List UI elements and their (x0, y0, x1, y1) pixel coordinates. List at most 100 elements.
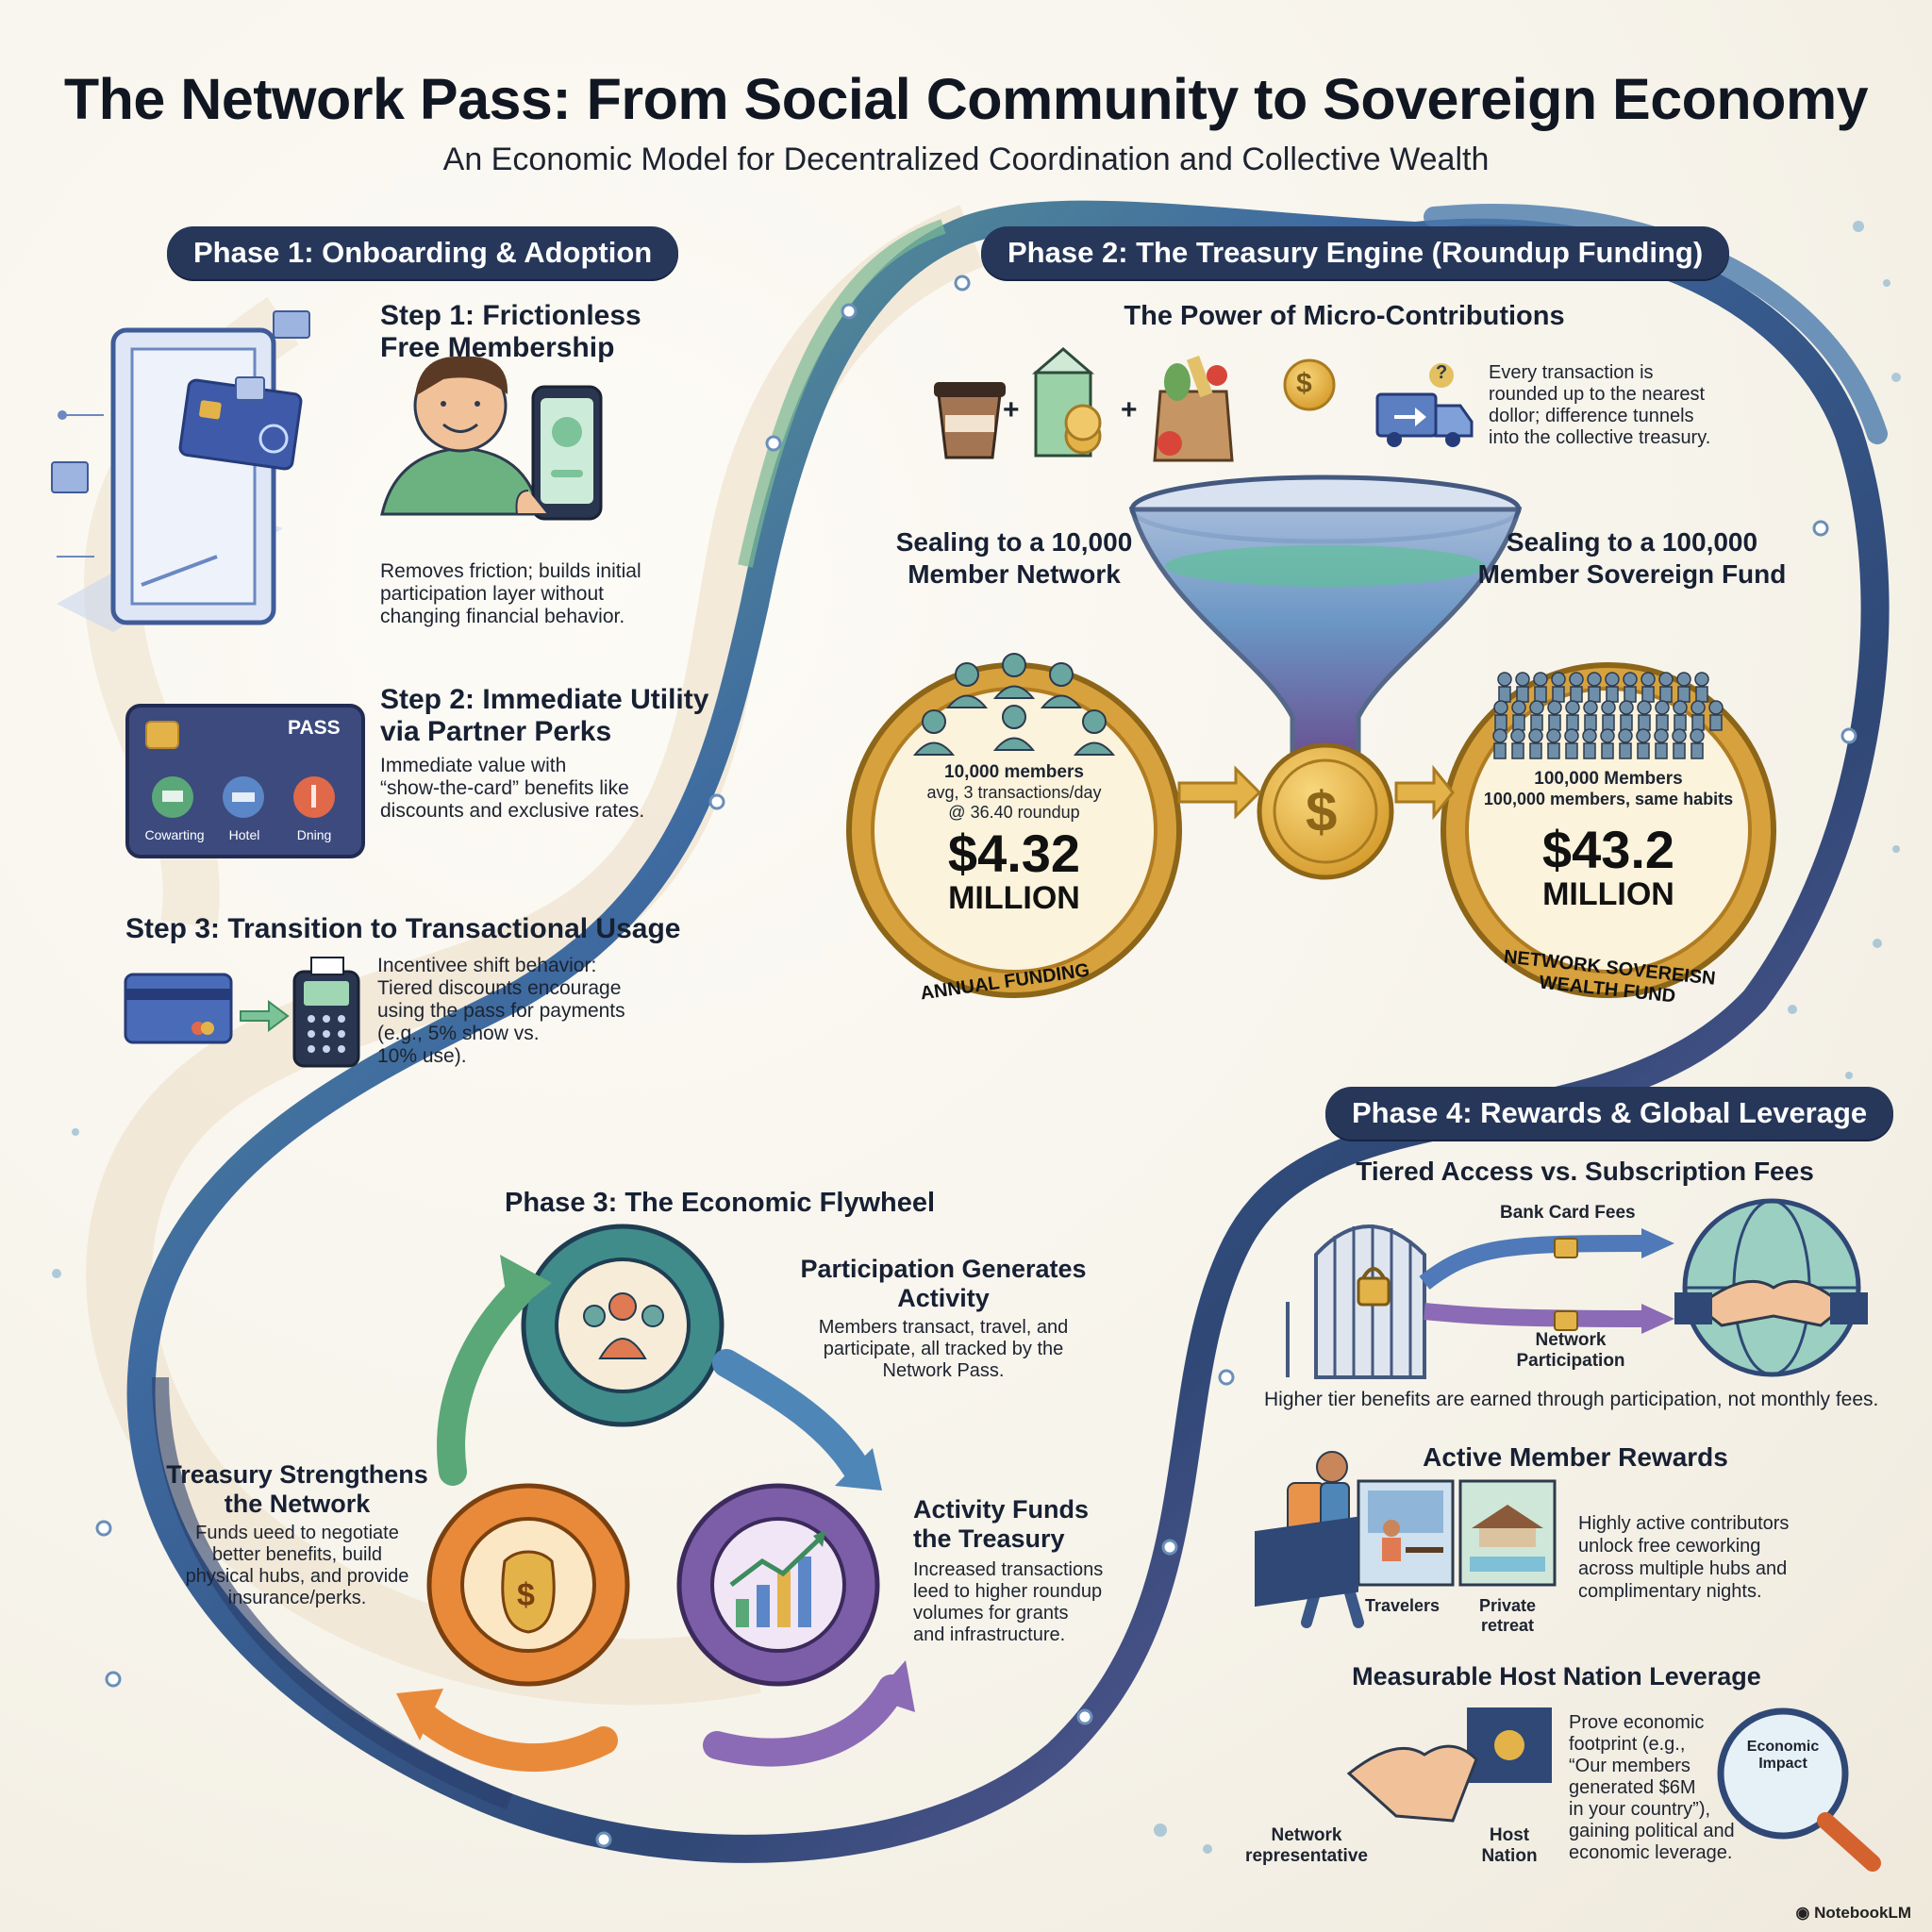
travelers-label: Travelers (1365, 1596, 1441, 1615)
micro-contributions-heading: The Power of Micro-Contributions (1124, 301, 1565, 331)
crowd-person-icon (1551, 672, 1566, 687)
crowd-person-body (1583, 742, 1596, 759)
arrow-right-icon (1177, 765, 1262, 820)
network-representative-label: Network representative (1245, 1825, 1368, 1866)
crowd-person-icon (1658, 672, 1674, 687)
flywheel-gears (396, 1224, 915, 1772)
coin-icon (1283, 358, 1336, 411)
crowd-person-body (1498, 686, 1511, 703)
annual-funding-amount: $4.32 (947, 824, 1081, 883)
crowd-person-icon (1497, 672, 1512, 687)
crowd-person-body (1695, 686, 1708, 703)
portal-illustration (51, 310, 310, 632)
network-funding-content: 10,000 members avg, 3 transactions/day @… (873, 762, 1156, 915)
economic-impact-label: Economic Impact (1746, 1739, 1820, 1772)
phase3-label: Phase 3: The Economic Flywheel (505, 1188, 936, 1218)
crowd-person-icon (1511, 700, 1526, 715)
phase1-label: Phase 1: Onboarding & Adoption (167, 226, 679, 279)
step1-title: Step 1: Frictionless Free Membership (380, 300, 641, 363)
perk-coworking-label: Cowarting (144, 827, 205, 842)
crowd-person-body (1566, 714, 1579, 731)
crowd-person-icon (1690, 700, 1706, 715)
perk-dining-label: Dning (296, 827, 332, 842)
activity-block: Activity Funds the Treasury Increased tr… (913, 1495, 1104, 1645)
step1-body: Removes friction; builds initial partici… (380, 560, 641, 627)
scaling-10k-heading: Sealing to a 10,000 Member Network (895, 527, 1133, 589)
question-mark-icon: ? (1436, 362, 1448, 383)
coin-dollar-symbol: $ (1296, 368, 1312, 399)
crowd-person-body (1588, 686, 1601, 703)
crowd-person-icon (1694, 672, 1709, 687)
crowd-person-icon (1529, 700, 1544, 715)
pass-card-label: PASS (288, 717, 341, 739)
coffee-cup-icon (934, 382, 1006, 459)
phase2-label: Phase 2: The Treasury Engine (Roundup Fu… (981, 226, 1730, 279)
crowd-person-icon (1587, 672, 1602, 687)
crowd-person-icon (1708, 700, 1724, 715)
crowd-person-icon (1546, 728, 1561, 743)
crowd-person-icon (1547, 700, 1562, 715)
crowd-person-body (1530, 714, 1543, 731)
crowd-person-body (1673, 742, 1686, 759)
crowd-person-icon (1565, 700, 1580, 715)
crowd-person-icon (1676, 672, 1691, 687)
crowd-person-icon (1673, 700, 1688, 715)
crowd-person-body (1529, 742, 1542, 759)
crowd-icon (1492, 672, 1724, 759)
crowd-person-icon (1654, 728, 1669, 743)
person-with-phone-illustration (380, 356, 603, 521)
money-bag-symbol: $ (517, 1577, 535, 1613)
crowd-person-body (1548, 714, 1561, 731)
crowd-person-body (1709, 714, 1723, 731)
crowd-person-body (1677, 686, 1690, 703)
crowd-person-body (1494, 714, 1507, 731)
crowd-person-icon (1672, 728, 1687, 743)
crowd-person-body (1691, 714, 1705, 731)
retreat-label: Private retreat (1478, 1596, 1537, 1635)
crowd-person-icon (1641, 672, 1656, 687)
crowd-person-body (1601, 742, 1614, 759)
crowd-person-body (1606, 686, 1619, 703)
crowd-person-icon (1583, 700, 1598, 715)
crowd-person-body (1659, 686, 1673, 703)
network-participation-label: Network Participation (1516, 1330, 1625, 1371)
funnel-illustration (1128, 475, 1523, 767)
central-dollar-symbol: $ (1306, 780, 1338, 843)
crowd-person-body (1547, 742, 1560, 759)
crowd-person-icon (1636, 728, 1651, 743)
crowd-person-body (1602, 714, 1615, 731)
retreat-photo (1458, 1479, 1557, 1587)
pass-card-illustration (125, 704, 365, 858)
crowd-person-body (1624, 686, 1637, 703)
active-rewards-body: Highly active contributors unlock free c… (1578, 1513, 1790, 1602)
crowd-person-body (1620, 714, 1633, 731)
crowd-person-body (1512, 714, 1525, 731)
active-rewards-heading: Active Member Rewards (1423, 1442, 1728, 1472)
crowd-person-icon (1569, 672, 1584, 687)
money-bag-icon (501, 1550, 556, 1634)
plus-sign-2: + (1121, 394, 1138, 425)
delivery-truck-icon (1375, 363, 1474, 447)
step3-title: Step 3: Transition to Transactional Usag… (125, 913, 681, 944)
crowd-person-body (1641, 686, 1655, 703)
bank-card-fees-label: Bank Card Fees (1500, 1203, 1636, 1223)
participation-gear (521, 1224, 724, 1427)
crowd-person-body (1655, 742, 1668, 759)
crowd-person-icon (1605, 672, 1620, 687)
crowd-person-body (1638, 714, 1651, 731)
sovereign-fund-content: 100,000 Members 100,000 members, same ha… (1453, 769, 1764, 911)
milk-carton-icon (1031, 347, 1102, 458)
crowd-person-icon (1637, 700, 1652, 715)
crowd-person-icon (1619, 700, 1634, 715)
crowd-person-body (1516, 686, 1529, 703)
perk-hotel-label: Hotel (228, 827, 260, 842)
crowd-person-icon (1492, 728, 1507, 743)
step2-title: Step 2: Immediate Utility via Partner Pe… (380, 684, 709, 747)
step3-body: Incentivee shift behavior: Tiered discou… (377, 955, 625, 1067)
host-leverage-heading: Measurable Host Nation Leverage (1352, 1662, 1761, 1690)
crowd-person-body (1570, 686, 1583, 703)
page-subtitle: An Economic Model for Decentralized Coor… (442, 142, 1490, 177)
crowd-person-body (1534, 686, 1547, 703)
